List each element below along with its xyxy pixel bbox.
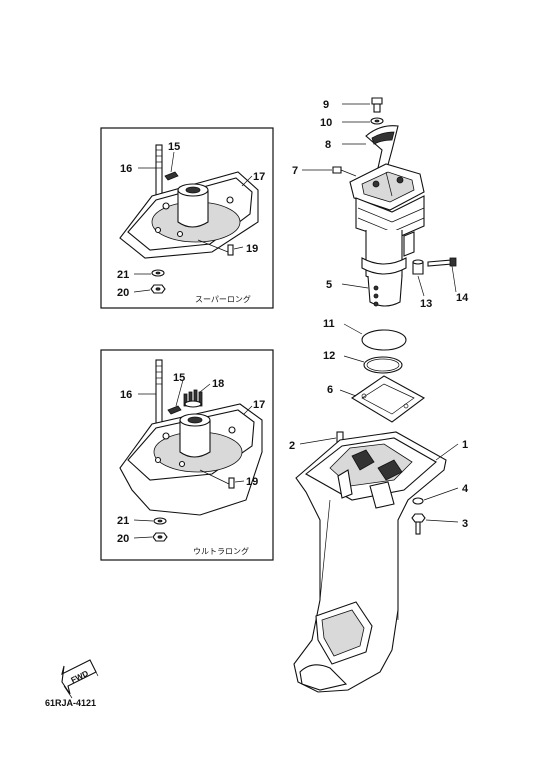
callout-1: 1 — [462, 439, 468, 451]
main-assembly-parts — [293, 97, 459, 693]
o-ring-11 — [361, 329, 407, 351]
callout-top-15: 15 — [168, 141, 180, 153]
callout-5: 5 — [326, 279, 332, 291]
callout-bottom-15: 15 — [173, 372, 185, 384]
inset-ultra-long-caption: ウルトラロング — [193, 546, 249, 556]
callout-bottom-21: 21 — [117, 515, 129, 527]
callout-7: 7 — [292, 165, 298, 177]
callout-bottom-19: 19 — [246, 476, 258, 488]
callout-2: 2 — [289, 440, 295, 452]
fwd-arrow-icon — [61, 659, 99, 699]
callout-top-19: 19 — [246, 243, 258, 255]
callout-10: 10 — [320, 117, 332, 129]
callout-8: 8 — [325, 139, 331, 151]
callout-bottom-16: 16 — [120, 389, 132, 401]
inset-super-long-caption: スーパーロング — [195, 294, 251, 304]
callout-top-21: 21 — [117, 269, 129, 281]
callout-bottom-18: 18 — [212, 378, 224, 390]
callout-12: 12 — [323, 350, 335, 362]
inset-ultra-long-frame — [100, 349, 274, 561]
callout-4: 4 — [462, 483, 469, 495]
callout-3: 3 — [462, 518, 468, 530]
callout-top-16: 16 — [120, 163, 132, 175]
callout-13: 13 — [420, 298, 432, 310]
inset-super-long-frame — [100, 127, 274, 309]
inset-super-long-parts — [119, 144, 259, 294]
inset-ultra-long-parts — [119, 359, 263, 542]
callout-bottom-17: 17 — [253, 399, 265, 411]
callout-6: 6 — [327, 384, 333, 396]
callout-top-17: 17 — [253, 171, 265, 183]
callout-top-20: 20 — [117, 287, 129, 299]
callout-9: 9 — [323, 99, 329, 111]
callout-11: 11 — [323, 318, 335, 330]
callout-bottom-20: 20 — [117, 533, 129, 545]
callout-14: 14 — [456, 292, 469, 304]
diagram-code: 61RJA-4121 — [45, 698, 96, 708]
